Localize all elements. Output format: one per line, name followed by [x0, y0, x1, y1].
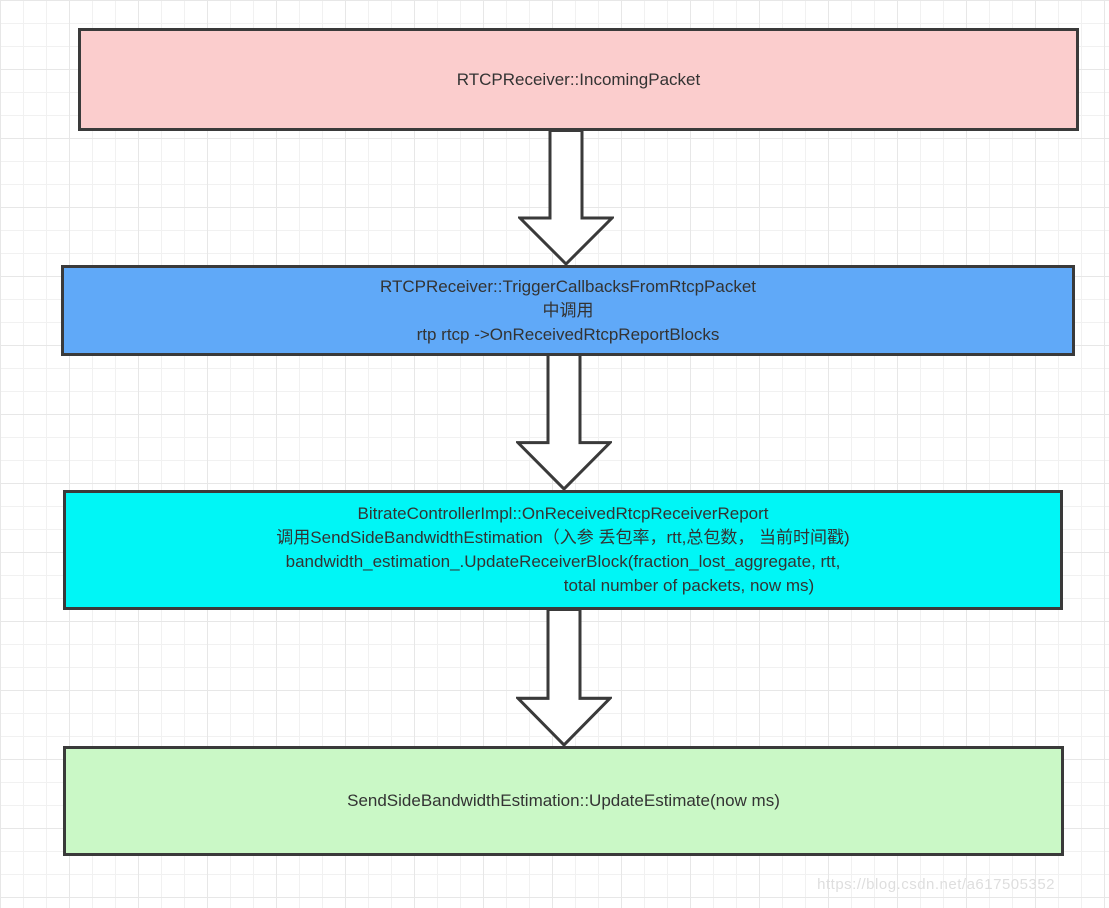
node-label: total number of packets, now ms) — [563, 576, 815, 595]
csdn-blog-watermark: https://blog.csdn.net/a617505352 — [817, 876, 1055, 893]
node-label: SendSideBandwidthEstimation::UpdateEstim… — [347, 791, 780, 810]
node-label: rtp rtcp ->OnReceivedRtcpReportBlocks — [416, 324, 720, 344]
node-label: BitrateControllerImpl::OnReceivedRtcpRec… — [357, 504, 769, 523]
node-label: RTCPReceiver::TriggerCallbacksFromRtcpPa… — [380, 276, 756, 296]
node-label: 调用SendSideBandwidthEstimation（入参 丢包率，rtt… — [276, 528, 850, 547]
node-label: bandwidth_estimation_.UpdateReceiverBloc… — [285, 552, 841, 571]
down-arrow-icon — [516, 608, 612, 747]
node-label: RTCPReceiver::IncomingPacket — [456, 69, 701, 89]
down-arrow-icon — [518, 129, 614, 266]
node-label: 中调用 — [542, 300, 594, 320]
flow-node-send-side-bandwidth-estimation-update-estimate: SendSideBandwidthEstimation::UpdateEstim… — [63, 746, 1064, 856]
flow-node-bitrate-controller-on-received-rtcp-receiver-report: BitrateControllerImpl::OnReceivedRtcpRec… — [63, 490, 1063, 610]
flow-node-rtcp-receiver-incoming-packet: RTCPReceiver::IncomingPacket — [78, 28, 1079, 131]
down-arrow-icon — [516, 353, 612, 491]
flow-node-rtcp-receiver-trigger-callbacks: RTCPReceiver::TriggerCallbacksFromRtcpPa… — [61, 265, 1075, 356]
